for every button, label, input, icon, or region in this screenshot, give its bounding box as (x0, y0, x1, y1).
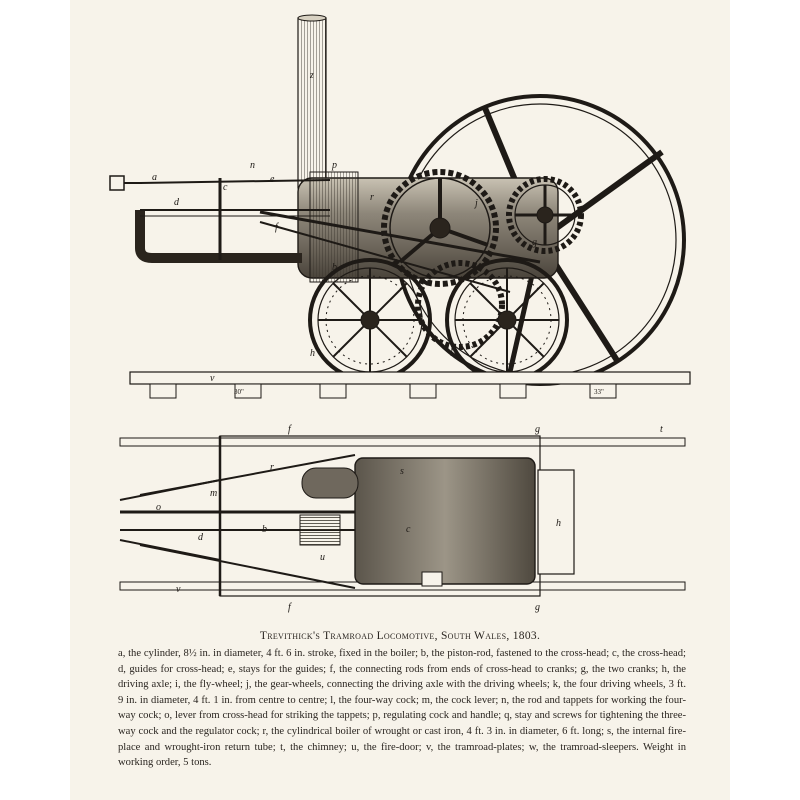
svg-text:t: t (660, 424, 663, 435)
svg-text:c: c (406, 524, 411, 535)
side-labels: z a d c e f j g p n h b l r v 30" 33" (152, 70, 604, 396)
svg-text:u: u (320, 552, 325, 563)
plan-labels: f g t r s m d b o u h c v f g (156, 424, 663, 613)
svg-text:g: g (535, 602, 540, 613)
svg-text:f: f (275, 222, 279, 233)
figure-caption-title: Trevithick's Tramroad Locomotive, South … (259, 630, 541, 642)
svg-text:r: r (370, 192, 374, 203)
locomotive-engraving: z a d c e f j g p n h b l r v 30" 33" (109, 14, 691, 613)
svg-text:e: e (270, 174, 275, 185)
book-page: z a d c e f j g p n h b l r v 30" 33" (70, 0, 730, 800)
svg-text:b: b (262, 524, 267, 535)
svg-text:v: v (176, 584, 181, 595)
svg-text:g: g (532, 237, 537, 248)
svg-text:f: f (288, 424, 292, 435)
plan-view (119, 435, 686, 597)
svg-text:a: a (152, 172, 157, 183)
chimney (297, 17, 327, 189)
svg-text:h: h (556, 518, 561, 529)
svg-text:m: m (210, 488, 217, 499)
svg-text:j: j (473, 198, 478, 209)
gear-wheels (381, 169, 584, 350)
svg-text:f: f (288, 602, 292, 613)
svg-text:g: g (535, 424, 540, 435)
svg-text:b: b (332, 262, 337, 273)
svg-text:p: p (331, 160, 337, 171)
svg-text:h: h (310, 348, 315, 359)
svg-text:l: l (450, 348, 453, 359)
svg-text:d: d (174, 197, 180, 208)
svg-text:33": 33" (594, 388, 604, 396)
svg-text:s: s (400, 466, 404, 477)
svg-text:o: o (156, 502, 161, 513)
svg-text:d: d (198, 532, 204, 543)
svg-text:n: n (250, 160, 255, 171)
svg-text:30": 30" (234, 388, 244, 396)
svg-text:c: c (223, 182, 228, 193)
svg-text:r: r (270, 462, 274, 473)
figure-caption-legend: a, the cylinder, 8½ in. in diameter, 4 f… (118, 648, 686, 769)
svg-text:z: z (309, 70, 314, 81)
side-elevation (109, 14, 691, 399)
svg-text:v: v (210, 373, 215, 384)
